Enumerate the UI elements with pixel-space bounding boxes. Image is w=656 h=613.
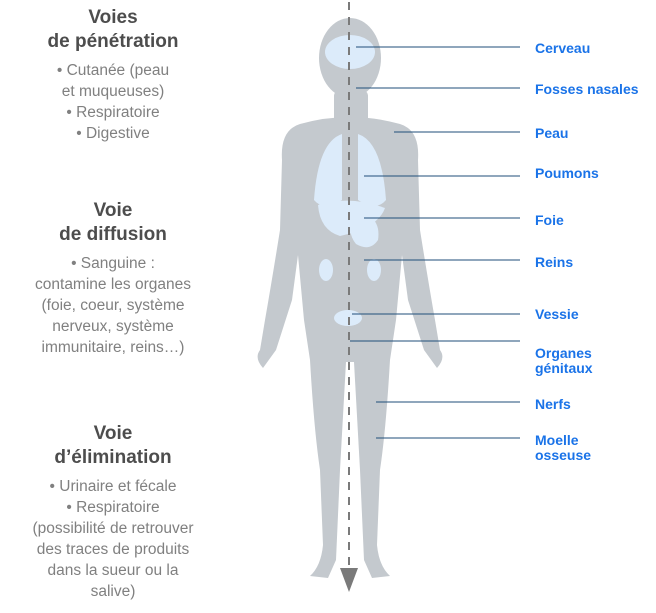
label-reins: Reins	[535, 254, 574, 270]
route-item: • Cutanée (peau et muqueuses)	[56, 62, 170, 100]
flow-arrow	[340, 2, 358, 592]
route-title: Voies de pénétration	[47, 7, 179, 52]
kidney-left-shape	[319, 259, 333, 281]
label-moelle-osseuse: Moelle osseuse	[535, 432, 592, 463]
kidney-right-shape	[367, 259, 381, 281]
label-peau: Peau	[535, 125, 569, 141]
route-diffusion: Voie de diffusion • Sanguine : contamine…	[0, 199, 226, 358]
route-title: Voie de diffusion	[59, 200, 167, 245]
stomach-shape	[349, 210, 379, 248]
label-vessie: Vessie	[535, 306, 579, 322]
route-item: • Respiratoire	[66, 499, 160, 516]
route-item: • Sanguine : contamine les organes (foie…	[35, 255, 191, 356]
route-item: • Urinaire et fécale	[49, 478, 177, 495]
label-cerveau: Cerveau	[535, 40, 591, 56]
route-item: (possibilité de retrouver des traces de …	[32, 520, 194, 600]
lung-right-shape	[358, 134, 386, 206]
label-nerfs: Nerfs	[535, 396, 571, 412]
label-poumons: Poumons	[535, 165, 599, 181]
route-elimination: Voie d’élimination • Urinaire et fécale …	[0, 422, 226, 602]
route-item: • Digestive	[76, 125, 150, 142]
leader-lines	[350, 46, 520, 439]
route-item: • Respiratoire	[66, 104, 160, 121]
label-foie: Foie	[535, 212, 564, 228]
label-organes-genitaux: Organes génitaux	[535, 345, 593, 376]
body-silhouette	[257, 18, 443, 578]
route-title: Voie d’élimination	[54, 423, 172, 468]
label-fosses-nasales: Fosses nasales	[535, 81, 639, 97]
route-penetration: Voies de pénétration • Cutanée (peau et …	[0, 6, 226, 144]
lung-left-shape	[314, 134, 342, 206]
arrow-head-icon	[340, 568, 358, 592]
